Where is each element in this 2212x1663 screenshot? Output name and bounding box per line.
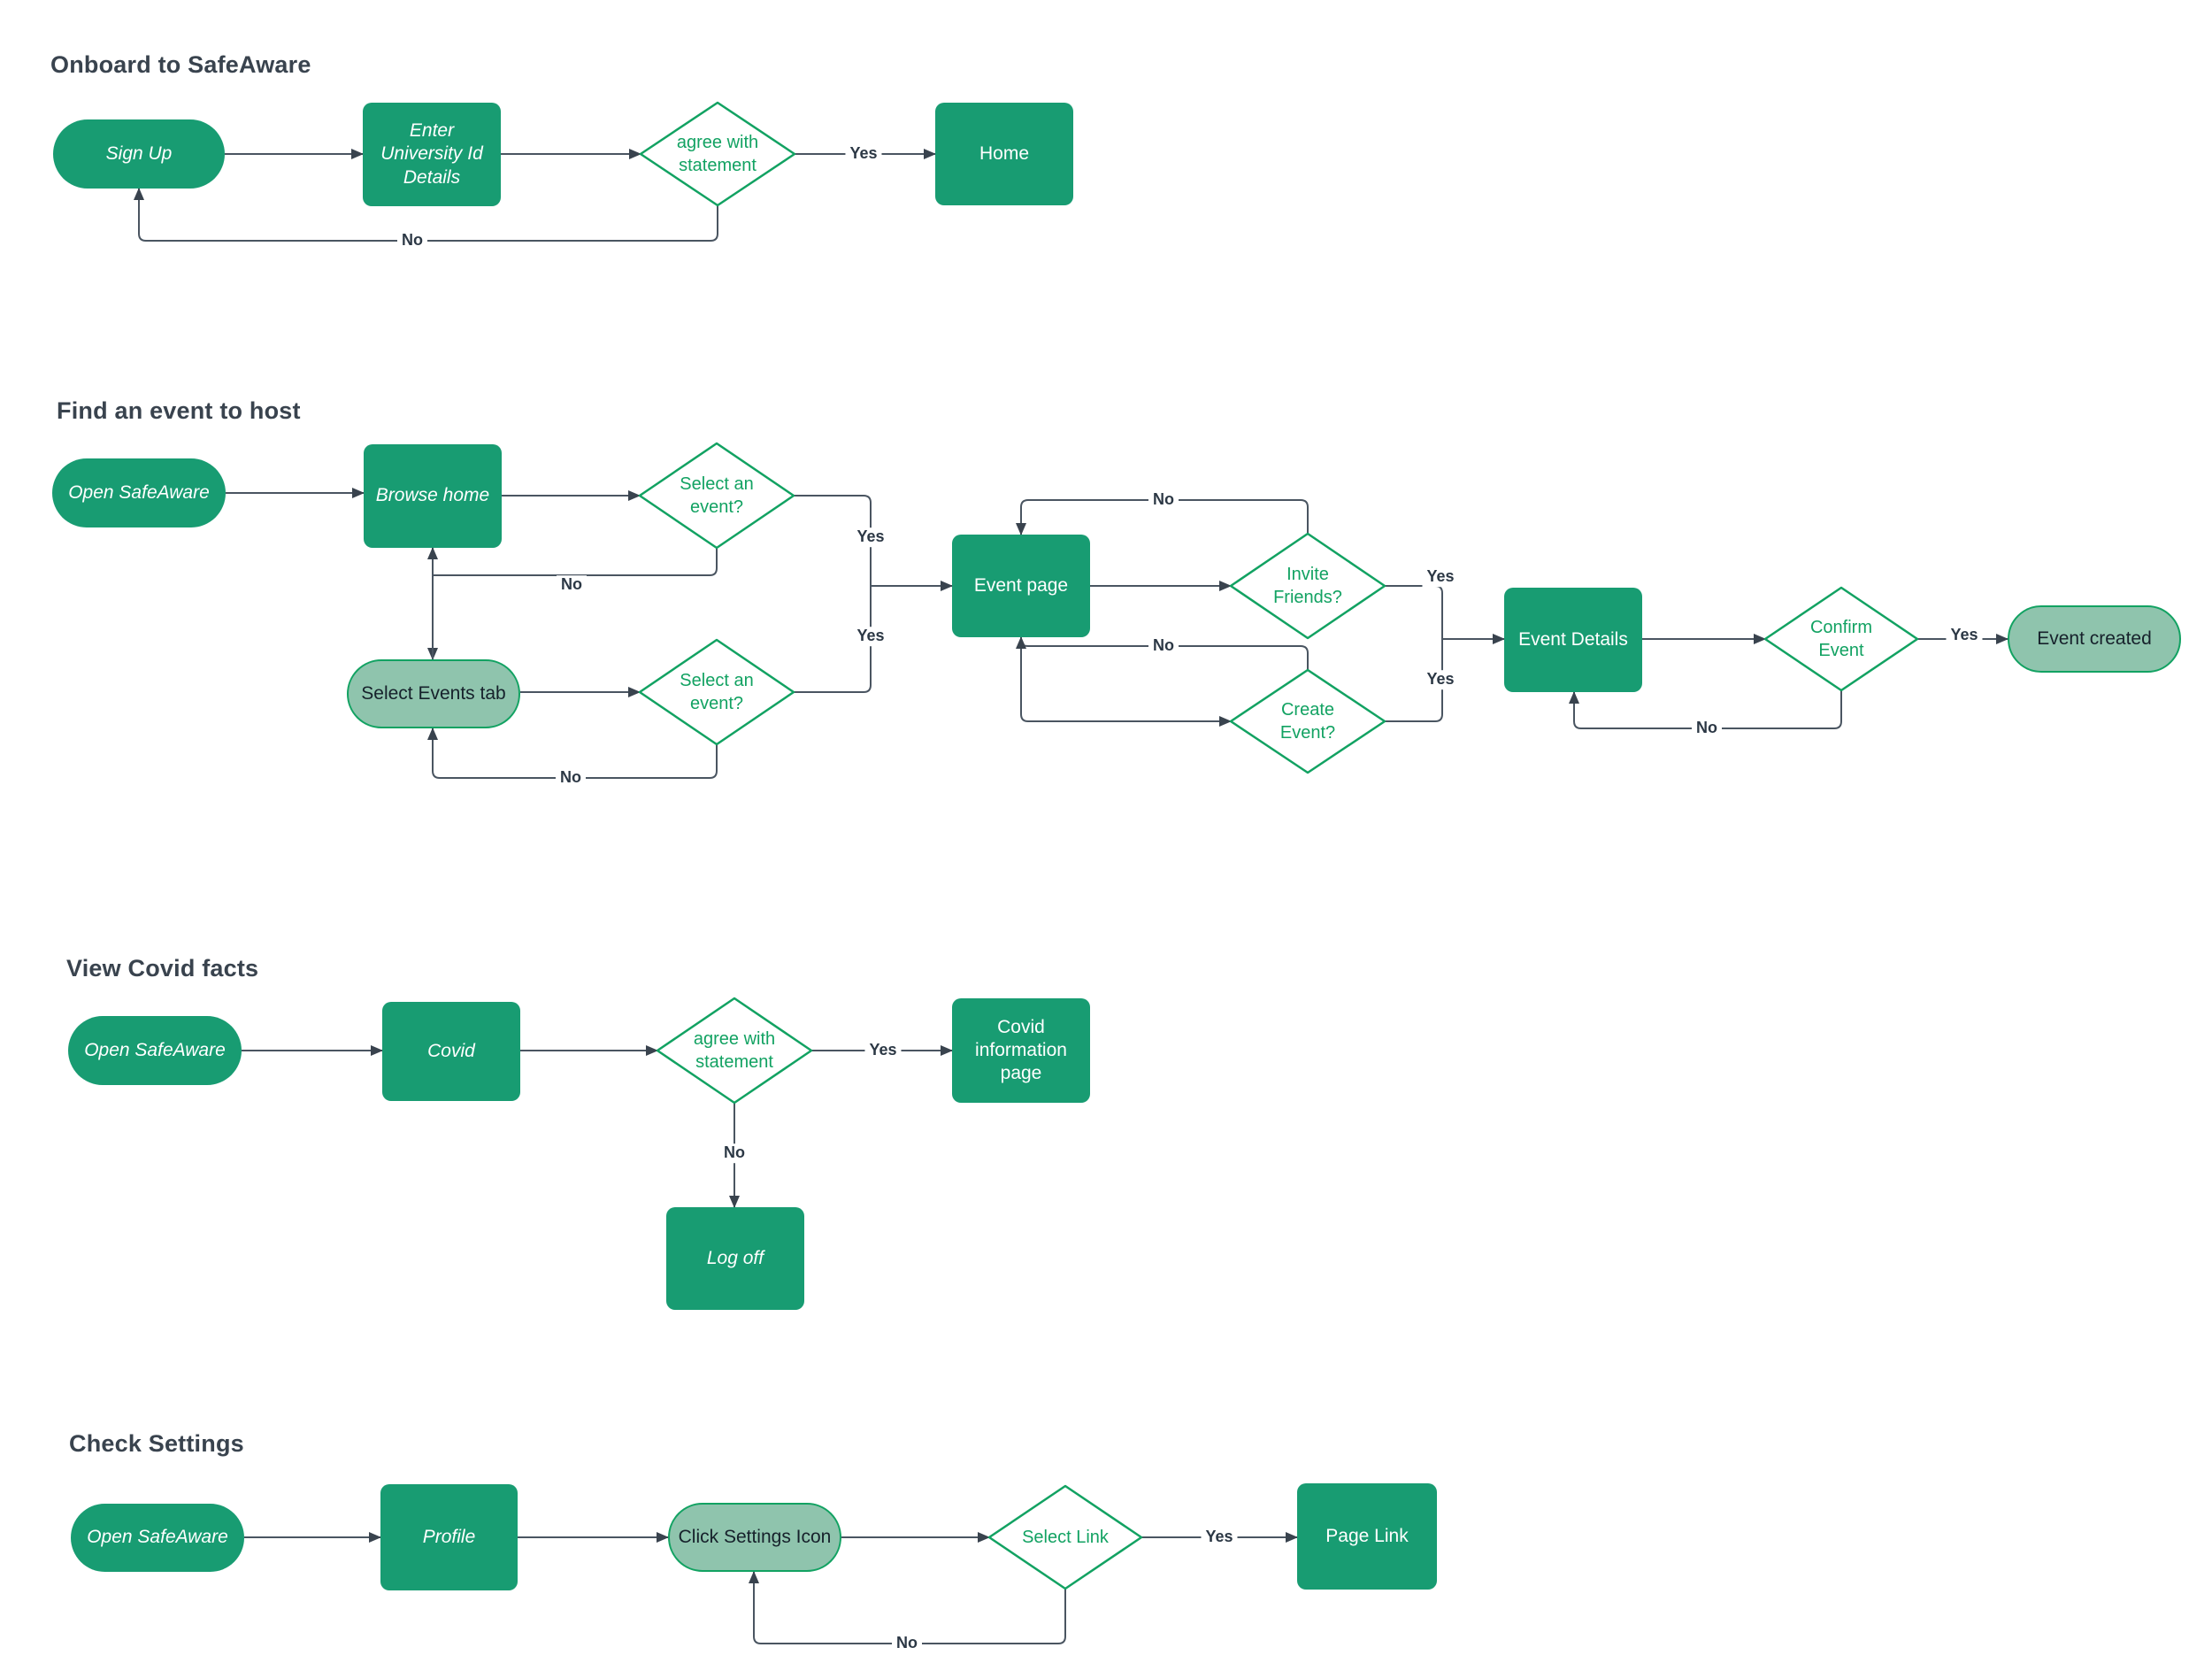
edge-label-no: No — [719, 1143, 749, 1163]
node-label: Log off — [706, 1247, 764, 1268]
decision-agree-statement-1 — [639, 101, 796, 207]
process-enter-university-id: Enter University Id Details — [363, 103, 501, 206]
edge-label-no: No — [892, 1634, 922, 1653]
flow-title-find-event: Find an event to host — [57, 397, 301, 424]
node-label: Event page — [973, 574, 1069, 596]
edge-select-yes-spine — [794, 495, 872, 693]
process-profile: Profile — [380, 1484, 518, 1590]
flow-title-onboard: Onboard to SafeAware — [50, 51, 311, 78]
node-label: Open SafeAware — [87, 1527, 228, 1548]
terminator-event-created: Event created — [2008, 605, 2181, 673]
process-event-details: Event Details — [1504, 588, 1642, 692]
decision-confirm-event — [1763, 586, 1919, 692]
process-event-page: Event page — [952, 535, 1090, 637]
flow-title-check-settings: Check Settings — [69, 1430, 244, 1457]
decision-agree-statement-2 — [656, 997, 813, 1105]
edge-label-no: No — [397, 231, 427, 250]
edge-label-no: No — [557, 575, 587, 595]
edge-label-yes: Yes — [1201, 1528, 1238, 1547]
node-label: Enter University Id Details — [380, 120, 483, 188]
decision-select-event-1 — [638, 442, 795, 550]
process-covid: Covid — [382, 1002, 520, 1101]
node-label: Covid information page — [975, 1016, 1067, 1084]
terminator-open-safeaware-2: Open SafeAware — [68, 1016, 242, 1085]
edge-label-no: No — [1148, 490, 1179, 510]
process-covid-information-page: Covid information page — [952, 998, 1090, 1103]
decision-invite-friends — [1229, 532, 1386, 640]
edge-label-yes: Yes — [1422, 670, 1459, 689]
edge-label-no: No — [1692, 719, 1722, 738]
process-log-off: Log off — [666, 1207, 804, 1310]
node-label: Home — [979, 142, 1030, 164]
edge-invite-create-yes-spine — [1385, 585, 1443, 722]
node-label: Select Events tab — [361, 682, 506, 704]
edge-label-yes: Yes — [864, 1041, 902, 1060]
process-browse-home: Browse home — [364, 444, 502, 548]
terminator-sign-up: Sign Up — [53, 119, 225, 189]
terminator-open-safeaware-1: Open SafeAware — [52, 458, 226, 527]
node-label: Open SafeAware — [84, 1039, 226, 1060]
node-label: Click Settings Icon — [678, 1526, 832, 1547]
process-page-link: Page Link — [1297, 1483, 1437, 1590]
edge-label-yes: Yes — [852, 527, 889, 547]
node-label: Browse home — [375, 485, 490, 506]
decision-select-link — [987, 1484, 1143, 1590]
edge-label-yes: Yes — [845, 144, 882, 164]
edge-selectlink-no-to-settings — [749, 1571, 1066, 1644]
edge-agree-no-to-signup — [134, 188, 718, 242]
node-label: Event created — [2037, 627, 2152, 649]
terminator-select-events-tab: Select Events tab — [347, 659, 520, 728]
terminator-open-safeaware-3: Open SafeAware — [71, 1504, 244, 1572]
terminator-click-settings-icon: Click Settings Icon — [668, 1503, 841, 1572]
node-label: Page Link — [1325, 1525, 1409, 1546]
edge-eventpage-to-create — [1020, 637, 1232, 727]
node-label: Sign Up — [105, 142, 173, 164]
edge-label-yes: Yes — [1422, 567, 1459, 587]
edge-label-no: No — [556, 768, 586, 788]
node-label: Covid — [427, 1040, 475, 1061]
process-home: Home — [935, 103, 1073, 205]
decision-select-event-2 — [638, 638, 795, 746]
edge-label-yes: Yes — [852, 627, 889, 646]
flow-title-covid-facts: View Covid facts — [66, 955, 259, 982]
edge-select1-no — [433, 548, 718, 576]
node-label: Open SafeAware — [68, 481, 210, 503]
decision-create-event — [1229, 668, 1386, 774]
node-label: Event Details — [1518, 628, 1628, 650]
edge-label-no: No — [1148, 636, 1179, 656]
node-label: Profile — [422, 1526, 476, 1547]
edge-label-yes: Yes — [1946, 626, 1983, 645]
